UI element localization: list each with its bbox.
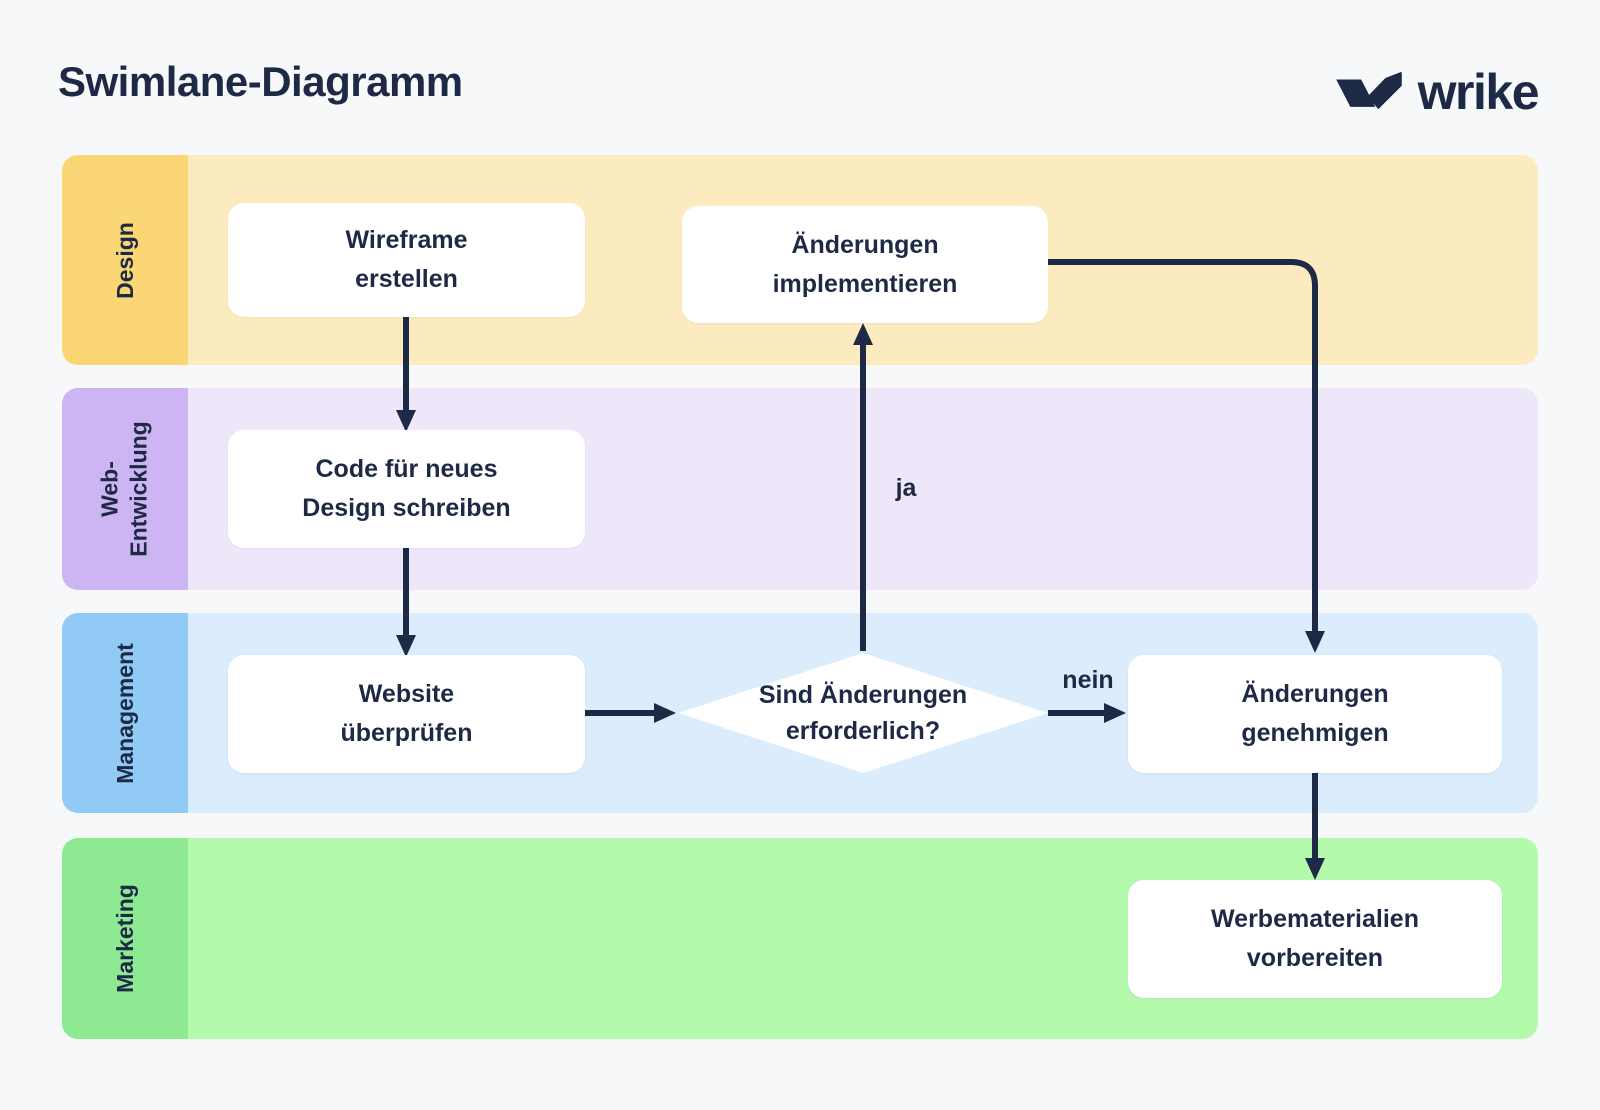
node-code-schreiben: Code für neues Design schreiben <box>228 430 585 548</box>
node-wireframe-erstellen: Wireframe erstellen <box>228 203 585 317</box>
lane-management-header: Management <box>62 613 188 813</box>
wrike-wordmark: wrike <box>1417 64 1540 120</box>
lane-design-header: Design <box>62 155 188 365</box>
lane-design-label: Design <box>111 221 138 299</box>
node-aenderungen-genehmigen: Änderungen genehmigen <box>1128 655 1502 773</box>
edge-label-nein: nein <box>1062 666 1114 694</box>
lane-marketing-header: Marketing <box>62 838 188 1039</box>
page-title: Swimlane-Diagramm <box>58 58 463 105</box>
node-werbematerialien-vorbereiten: Werbematerialien vorbereiten <box>1128 880 1502 998</box>
lane-web-entwicklung-header: Web- Entwicklung <box>62 388 188 590</box>
lane-web-entwicklung-label: Web- Entwicklung <box>97 421 153 557</box>
edge-label-ja: ja <box>895 474 917 502</box>
wrike-check-icon <box>1330 60 1408 124</box>
node-aenderungen-implementieren: Änderungen implementieren <box>682 206 1048 323</box>
lane-management-label: Management <box>111 642 138 784</box>
node-website-ueberpruefen: Website überprüfen <box>228 655 585 773</box>
wrike-logo: wrike <box>1330 60 1540 124</box>
lane-marketing-label: Marketing <box>111 884 138 993</box>
